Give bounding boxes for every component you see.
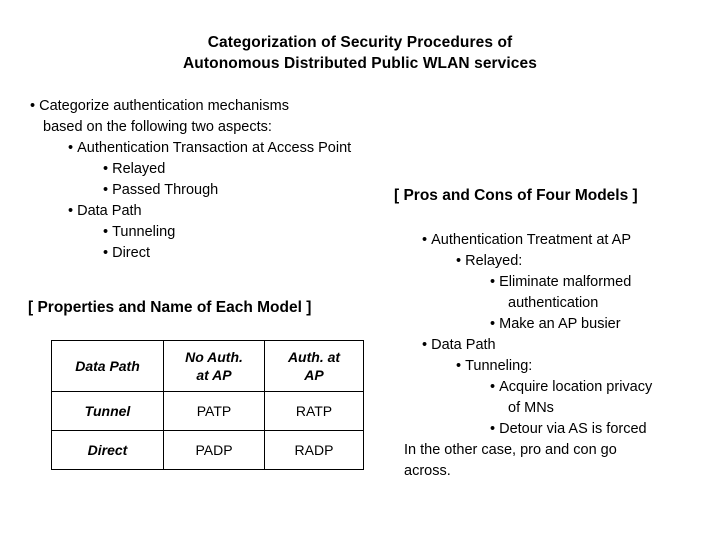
list-item-continuation: of MNs — [508, 400, 554, 416]
list-item: Eliminate malformed — [404, 272, 720, 293]
page-title-line-2: Autonomous Distributed Public WLAN servi… — [183, 55, 537, 72]
table-row-label: Direct — [51, 430, 164, 470]
list-item: Authentication Transaction at Access Poi… — [20, 138, 420, 159]
closing-note-line-2: across. — [404, 463, 451, 479]
table-cell: PADP — [163, 430, 265, 470]
list-item: Relayed: — [404, 251, 720, 272]
table-header-cell-auth-at-ap: Auth. at AP — [264, 340, 364, 392]
table-header-cell-data-path: Data Path — [51, 340, 164, 392]
list-item: Relayed — [20, 159, 420, 180]
model-properties-table: Data Path No Auth. at AP Auth. at AP Tun… — [51, 340, 364, 470]
right-bullet-list: Authentication Treatment at AP Relayed: … — [404, 230, 720, 482]
list-item: Detour via AS is forced — [404, 419, 720, 440]
list-item: Categorize authentication mechanisms — [20, 96, 420, 117]
table-header-cell-no-auth-at-ap: No Auth. at AP — [163, 340, 265, 392]
list-item: Passed Through — [20, 180, 420, 201]
table-header-text-line-1: No Auth. — [185, 349, 243, 365]
list-item: Direct — [20, 243, 420, 264]
table-header-text-line-2: AP — [304, 367, 324, 383]
list-item: Data Path — [404, 335, 720, 356]
list-item-continuation: authentication — [508, 295, 599, 311]
list-item: Make an AP busier — [404, 314, 720, 335]
left-bullet-list: Categorize authentication mechanisms bas… — [20, 96, 420, 264]
table-cell: RATP — [264, 391, 364, 431]
table-header-row: Data Path No Auth. at AP Auth. at AP — [51, 340, 364, 392]
list-item: Tunneling — [20, 222, 420, 243]
table-header-text: Data Path — [75, 358, 140, 374]
table-row: Direct PADP RADP — [51, 430, 364, 470]
table-header-text-line-1: Auth. at — [287, 349, 341, 365]
closing-note-line-1: In the other case, pro and con go — [404, 442, 617, 458]
pros-cons-section-heading: [ Pros and Cons of Four Models ] — [394, 187, 638, 204]
page-title: Categorization of Security Procedures of… — [0, 32, 720, 74]
list-item-continuation: based on the following two aspects: — [43, 119, 272, 135]
properties-section-heading: [ Properties and Name of Each Model ] — [28, 299, 312, 316]
table-row: Tunnel PATP RATP — [51, 391, 364, 431]
list-item: Data Path — [20, 201, 420, 222]
list-item: Acquire location privacy — [404, 377, 720, 398]
table-cell: PATP — [163, 391, 265, 431]
table-row-label: Tunnel — [51, 391, 164, 431]
page-title-line-1: Categorization of Security Procedures of — [207, 34, 513, 51]
table-cell: RADP — [264, 430, 364, 470]
list-item: Authentication Treatment at AP — [404, 230, 720, 251]
list-item: Tunneling: — [404, 356, 720, 377]
table-header-text-line-2: at AP — [196, 367, 232, 383]
